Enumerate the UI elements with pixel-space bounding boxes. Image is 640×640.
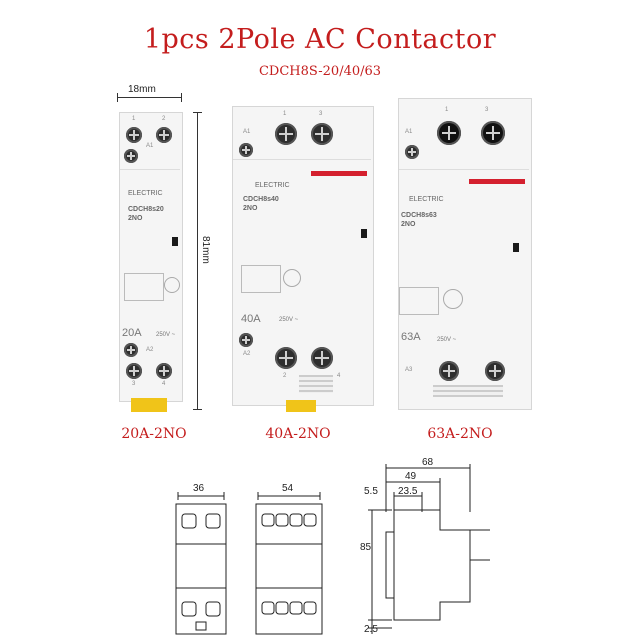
- certification-icon: [164, 277, 180, 293]
- certification-icon: [443, 289, 463, 309]
- rating-label: 40A: [241, 313, 261, 325]
- divider: [120, 169, 180, 170]
- page-title: 1pcs 2Pole AC Contactor: [143, 24, 497, 55]
- terminal-label: 3: [319, 111, 323, 117]
- divider: [399, 169, 529, 170]
- terminal-label: 3: [485, 107, 489, 113]
- screw-icon: [405, 145, 419, 159]
- accent-bar: [311, 171, 367, 176]
- contactor-63a: 1 3 A1 ELECTRIC CDCH8s63 2NO 63A 250V ~ …: [398, 98, 532, 410]
- width-dimension-line: [117, 97, 182, 98]
- divider: [233, 159, 371, 160]
- caption-20a: 20A-2NO: [121, 426, 187, 442]
- wiring-diagram-icon: [124, 273, 164, 301]
- drawing-base-2-5: 2.5: [364, 624, 378, 635]
- wiring-diagram-icon: [241, 265, 281, 293]
- width-tick-right: [181, 93, 182, 102]
- din-clip-40a: [286, 400, 316, 412]
- screw-icon: [156, 127, 172, 143]
- brand-label: ELECTRIC: [255, 182, 290, 189]
- screw-icon: [439, 361, 459, 381]
- terminal-label: 1: [283, 111, 287, 117]
- drawing-offset-5-5: 5.5: [364, 486, 378, 497]
- voltage-label: 250V ~: [156, 332, 176, 338]
- brand-label: ELECTRIC: [409, 196, 444, 203]
- drawing-width-54: 54: [282, 483, 294, 494]
- contactor-40a: 1 3 A1 ELECTRIC CDCH8s40 2NO 40A 250V ~ …: [232, 106, 374, 406]
- screw-icon: [311, 123, 333, 145]
- vent-slots: [433, 385, 503, 397]
- screw-icon: [156, 363, 172, 379]
- model-label: CDCH8s63: [401, 212, 437, 219]
- screw-icon: [239, 333, 253, 347]
- accent-bar: [469, 179, 525, 184]
- caption-40a: 40A-2NO: [265, 426, 331, 442]
- coil-label: A1: [243, 129, 251, 135]
- height-dimension-label: 81mm: [200, 236, 211, 264]
- dimension-drawings: [175, 464, 490, 635]
- drawing-width-68: 68: [422, 457, 434, 468]
- height-tick-bottom: [193, 409, 202, 410]
- screw-icon: [126, 127, 142, 143]
- indicator-window: [172, 237, 178, 246]
- drawing-depth-23-5: 23.5: [398, 486, 418, 497]
- screw-icon: [481, 121, 505, 145]
- voltage-label: 250V ~: [437, 337, 457, 343]
- contacts-label: 2NO: [401, 221, 416, 228]
- indicator-window: [361, 229, 367, 238]
- screw-icon: [124, 149, 138, 163]
- coil-label: A3: [405, 367, 413, 373]
- certification-icon: [283, 269, 301, 287]
- indicator-window: [513, 243, 519, 252]
- coil-label: A2: [146, 347, 154, 353]
- screw-icon: [124, 343, 138, 357]
- model-label: CDCH8s40: [243, 196, 279, 203]
- screw-icon: [437, 121, 461, 145]
- height-tick-top: [193, 112, 202, 113]
- drawing-depth-49: 49: [405, 471, 417, 482]
- screw-icon: [311, 347, 333, 369]
- terminal-label: 4: [337, 373, 341, 379]
- brand-label: ELECTRIC: [128, 190, 163, 197]
- contacts-label: 2NO: [243, 205, 258, 212]
- screw-icon: [275, 347, 297, 369]
- model-label: CDCH8s20: [128, 206, 164, 213]
- contactor-20a: 1 2 A1 ELECTRIC CDCH8s20 2NO 20A 250V ~ …: [119, 112, 183, 402]
- model-series: CDCH8S-20/40/63: [258, 64, 382, 79]
- voltage-label: 250V ~: [279, 317, 299, 323]
- drawing-height-85: 85: [360, 542, 372, 553]
- coil-label: A1: [405, 129, 413, 135]
- terminal-label: 4: [162, 381, 166, 387]
- wiring-diagram-icon: [399, 287, 439, 315]
- rating-label: 63A: [401, 331, 421, 343]
- terminal-label: 3: [132, 381, 136, 387]
- caption-63a: 63A-2NO: [427, 426, 493, 442]
- rating-label: 20A: [122, 327, 142, 339]
- din-clip-20a: [131, 398, 167, 412]
- vent-slots: [299, 375, 333, 393]
- drawing-width-36: 36: [193, 483, 205, 494]
- terminal-label: 1: [445, 107, 449, 113]
- screw-icon: [239, 143, 253, 157]
- terminal-label: 2: [162, 116, 166, 122]
- width-dimension-label: 18mm: [128, 84, 156, 95]
- terminal-label: 2: [283, 373, 287, 379]
- contacts-label: 2NO: [128, 215, 143, 222]
- screw-icon: [485, 361, 505, 381]
- coil-label: A2: [243, 351, 251, 357]
- terminal-label: 1: [132, 116, 136, 122]
- screw-icon: [275, 123, 297, 145]
- width-tick-left: [117, 93, 118, 102]
- coil-label: A1: [146, 143, 154, 149]
- screw-icon: [126, 363, 142, 379]
- height-dimension-line: [197, 112, 198, 410]
